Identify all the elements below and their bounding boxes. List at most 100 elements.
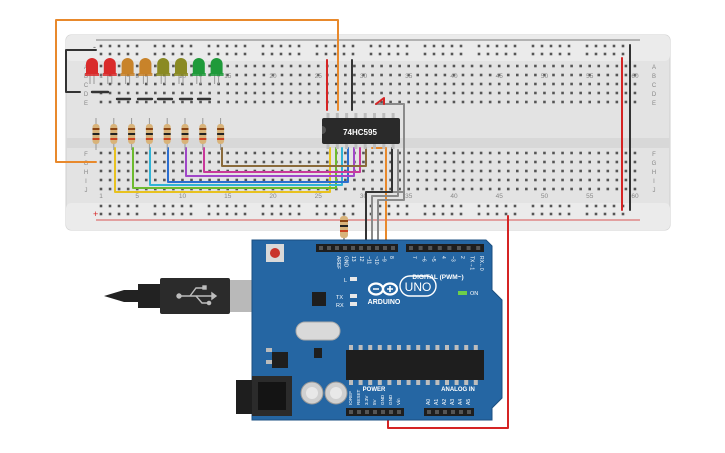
orange-wire-loop[interactable] bbox=[55, 19, 339, 163]
uno-logo: UNO bbox=[405, 280, 432, 294]
row-letter: C bbox=[84, 83, 89, 89]
power-pin-label: 3.3V bbox=[364, 395, 369, 405]
column-number: 55 bbox=[586, 193, 594, 200]
yellow-wire[interactable] bbox=[114, 147, 331, 193]
gray-wire-arduino-2[interactable] bbox=[377, 191, 405, 245]
shift-register-chip[interactable]: 74HC595 bbox=[322, 113, 400, 149]
row-letter: J bbox=[85, 188, 88, 194]
led-black-jumpers bbox=[90, 90, 212, 101]
resistor[interactable] bbox=[199, 118, 207, 150]
digital-label: DIGITAL (PWM~) bbox=[412, 274, 463, 281]
column-number: 20 bbox=[269, 193, 277, 200]
column-number: 35 bbox=[405, 73, 413, 80]
pulldown-resistor[interactable] bbox=[340, 216, 348, 238]
digital-pin-label: ~9 bbox=[381, 256, 387, 262]
digital-pin-label: 7 bbox=[411, 256, 417, 259]
row-letter: G bbox=[652, 161, 657, 167]
digital-pin-label: 4 bbox=[440, 256, 446, 259]
magenta-wire[interactable] bbox=[203, 147, 361, 173]
row-letter: I bbox=[85, 179, 87, 185]
row-letter: F bbox=[652, 152, 656, 158]
digital-pin-label: 8 bbox=[388, 256, 394, 259]
column-number: 60 bbox=[631, 73, 639, 80]
capacitors bbox=[300, 381, 348, 405]
column-number: 25 bbox=[315, 73, 323, 80]
orange-wire-chip-arduino[interactable] bbox=[371, 147, 387, 245]
row-letter: B bbox=[84, 74, 88, 80]
column-number: 30 bbox=[360, 73, 368, 80]
digital-pin-label: 13 bbox=[350, 256, 356, 262]
digital-pin-label: ~5 bbox=[430, 256, 436, 262]
resistor[interactable] bbox=[128, 118, 136, 150]
analog-pin-label: A5 bbox=[466, 399, 472, 405]
digital-pin-label: 2 bbox=[459, 256, 465, 259]
led[interactable] bbox=[174, 58, 188, 84]
digital-pin-label: AREF bbox=[335, 256, 341, 269]
row-letter: H bbox=[652, 170, 656, 176]
resistor-row bbox=[92, 118, 225, 150]
usb-icon bbox=[176, 285, 218, 306]
column-number: 35 bbox=[405, 193, 413, 200]
black-wire-arduino[interactable] bbox=[365, 147, 393, 245]
led[interactable] bbox=[209, 58, 224, 84]
l-led-label: L bbox=[344, 278, 347, 284]
resistor[interactable] bbox=[110, 118, 118, 150]
digital-pin-label: 12 bbox=[358, 256, 364, 262]
column-number: 30 bbox=[360, 193, 368, 200]
column-number: 15 bbox=[224, 193, 232, 200]
row-letter: F bbox=[84, 152, 88, 158]
row-letter: D bbox=[652, 92, 657, 98]
column-number: 1 bbox=[99, 193, 103, 200]
gray-wire-arduino-1[interactable] bbox=[371, 149, 399, 245]
led-row bbox=[85, 58, 224, 84]
row-letter: E bbox=[652, 101, 656, 107]
resistor[interactable] bbox=[92, 118, 100, 150]
breadboard-holes bbox=[96, 39, 640, 221]
digital-pin-label: ~10 bbox=[373, 256, 379, 265]
column-number: 45 bbox=[496, 193, 504, 200]
resistor[interactable] bbox=[181, 118, 189, 150]
power-pin-label: RESET bbox=[356, 389, 361, 405]
resistor[interactable] bbox=[145, 118, 153, 150]
column-number: 45 bbox=[496, 73, 504, 80]
led[interactable] bbox=[138, 58, 153, 84]
digital-pin-label: ~11 bbox=[365, 256, 371, 264]
analog-pin-label: A4 bbox=[458, 399, 464, 405]
brown-wire[interactable] bbox=[221, 147, 367, 167]
row-letter: H bbox=[84, 170, 88, 176]
usb-cable[interactable] bbox=[104, 278, 268, 314]
led[interactable] bbox=[156, 58, 171, 84]
rail-plus-label: + bbox=[93, 209, 98, 219]
led[interactable] bbox=[120, 58, 135, 84]
red-wire-chip-pin[interactable] bbox=[375, 97, 385, 105]
row-letter: A bbox=[652, 65, 656, 71]
column-number: 1 bbox=[99, 73, 103, 80]
black-wire-led-gnd[interactable] bbox=[65, 49, 97, 93]
green-wire[interactable] bbox=[132, 147, 337, 189]
atmega-chip bbox=[346, 350, 484, 380]
row-letter: C bbox=[652, 83, 657, 89]
power-pin-label: Vin bbox=[396, 398, 401, 405]
led[interactable] bbox=[102, 58, 117, 84]
column-number: 5 bbox=[135, 193, 139, 200]
row-letter: D bbox=[84, 92, 89, 98]
row-letter: G bbox=[84, 161, 89, 167]
led[interactable] bbox=[191, 58, 206, 84]
purple-wire[interactable] bbox=[185, 147, 355, 177]
column-number: 15 bbox=[224, 73, 232, 80]
led[interactable] bbox=[85, 58, 99, 84]
resistor[interactable] bbox=[217, 118, 225, 150]
wires bbox=[55, 19, 631, 429]
column-number: 10 bbox=[179, 193, 187, 200]
row-letter: J bbox=[653, 188, 656, 194]
resistor[interactable] bbox=[163, 118, 171, 150]
power-pin-label: IOREF bbox=[348, 391, 353, 405]
power-jack[interactable] bbox=[236, 376, 292, 416]
reset-button[interactable] bbox=[266, 244, 284, 262]
analog-pin-label: A0 bbox=[426, 399, 432, 405]
column-number: 50 bbox=[541, 193, 549, 200]
